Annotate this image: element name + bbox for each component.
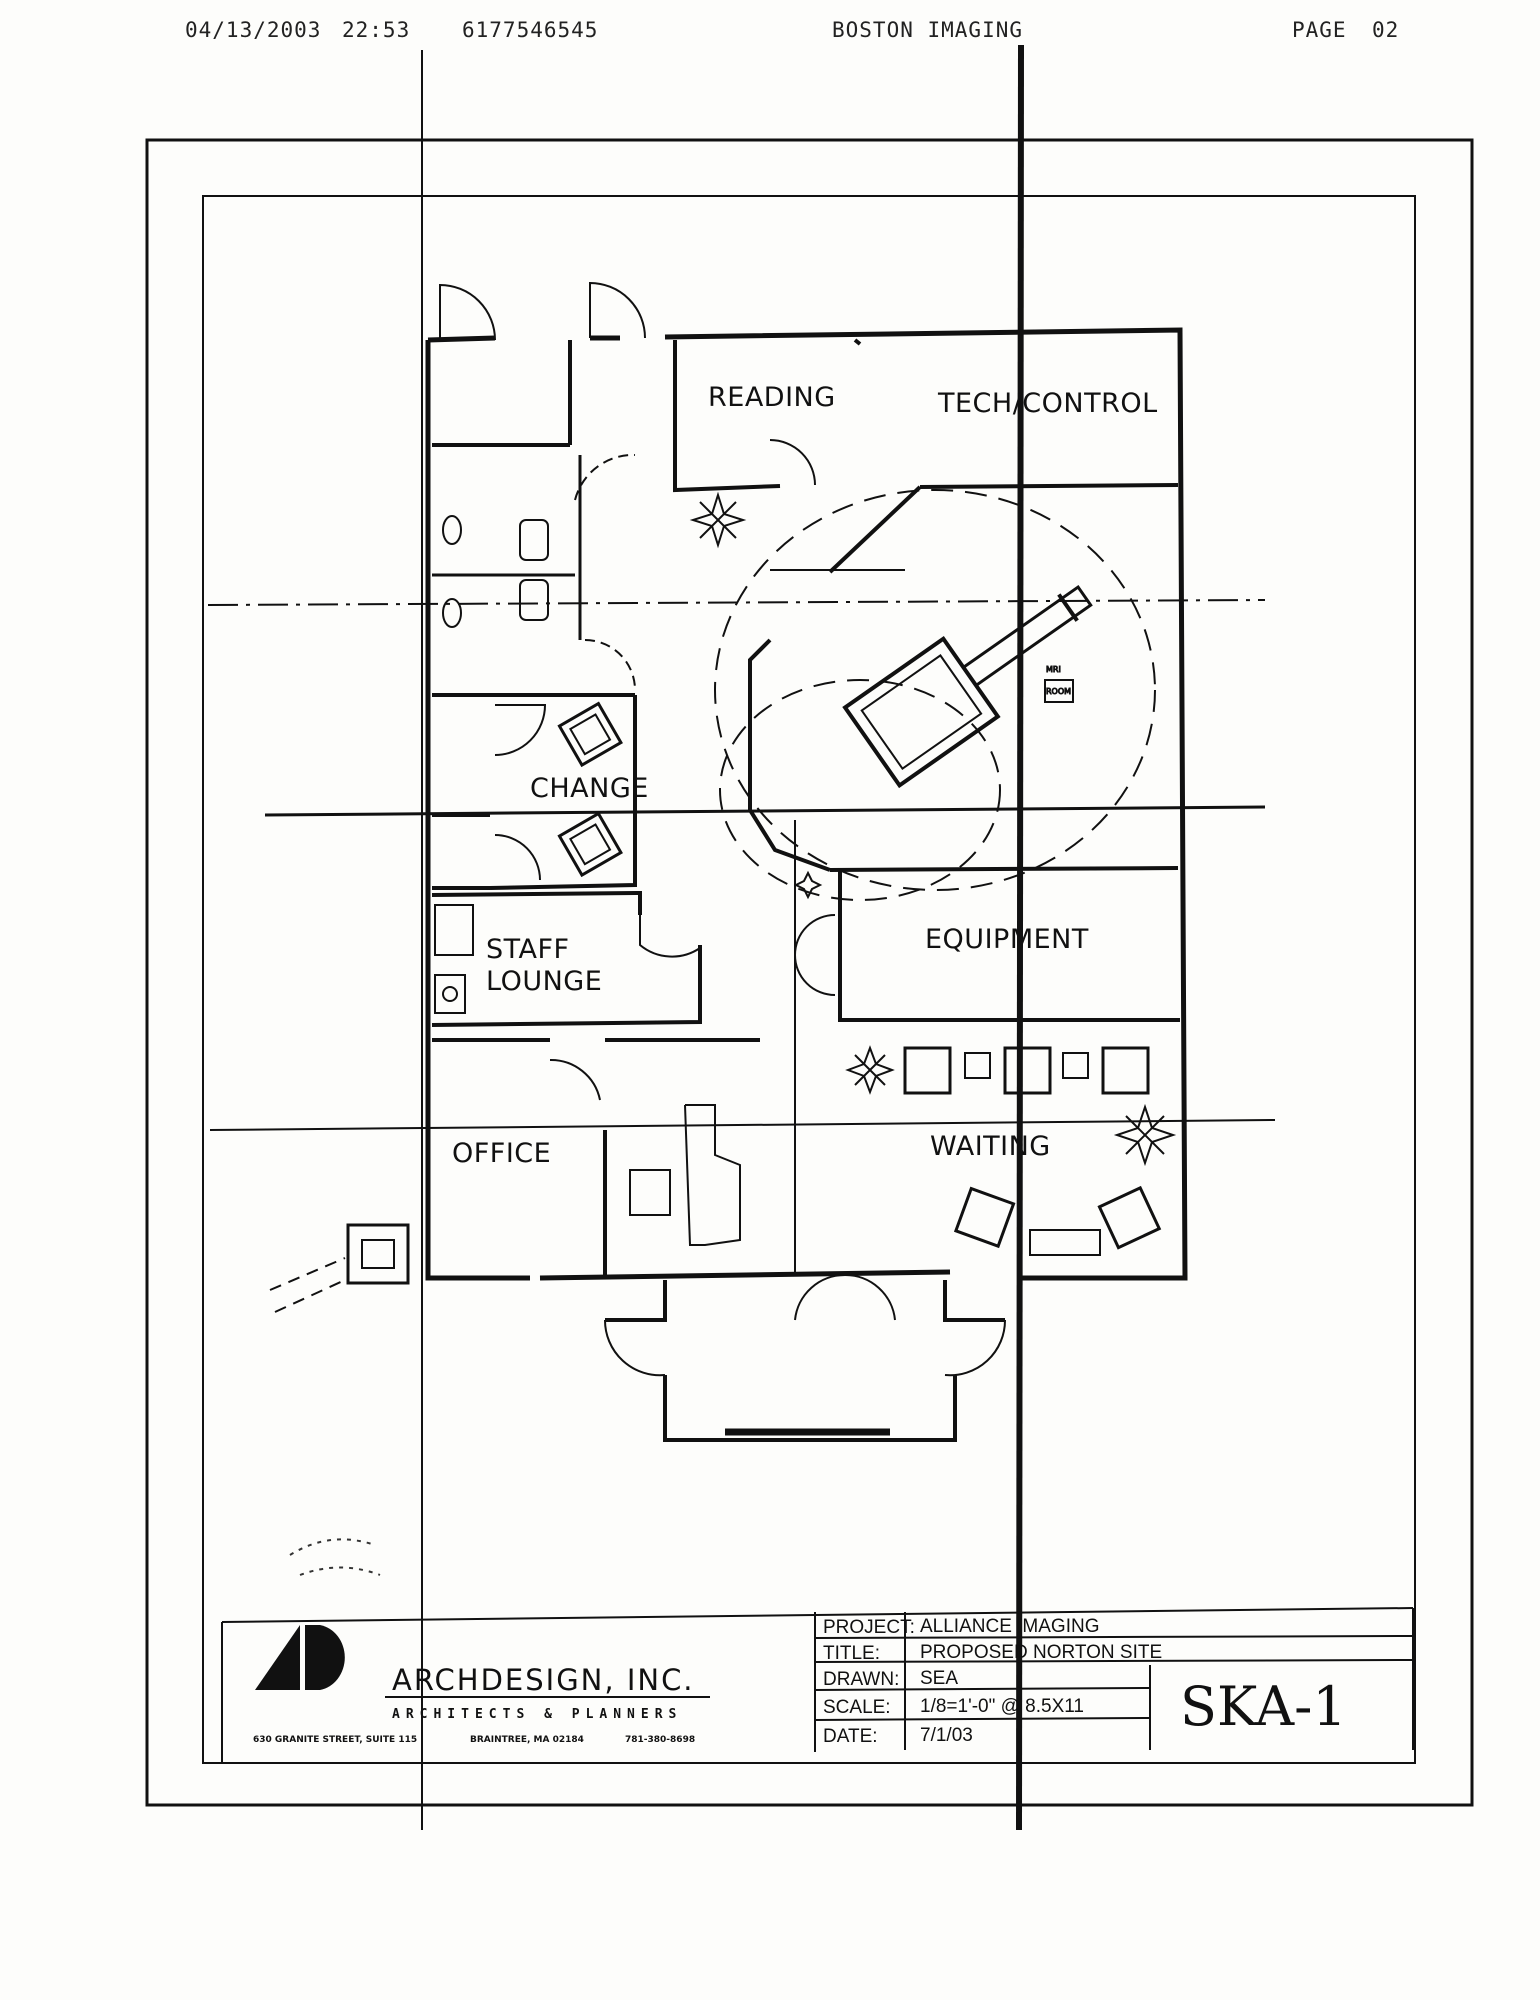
vestibule-doors [603,1319,1007,1377]
sink-2 [442,598,462,628]
tb-scale-label: SCALE: [823,1697,891,1718]
wall-tech-south [919,483,1179,489]
firm-subtitle: ARCHITECTS & PLANNERS [392,1707,682,1722]
room-labels: READING TECH/CONTROL CHANGE STAFF LOUNGE… [452,382,1158,1169]
scan-smudge [289,1538,381,1576]
mri-room: MRI ROOM [714,489,1156,901]
door-change-1 [494,704,547,756]
room-label-lounge: LOUNGE [486,966,602,997]
doors [439,281,1007,1377]
office-chair [629,1169,671,1216]
scan-artifact-lines [207,44,1276,1831]
room-label-waiting: WAITING [930,1131,1051,1162]
vestibule [605,1280,1005,1442]
wall-south [539,1269,951,1281]
door-office [549,1058,601,1101]
lounge-fridge [434,904,474,956]
reception-desk [684,1104,741,1246]
sink-1 [442,515,462,545]
door-lounge [639,900,701,958]
wall-mri-west [748,638,831,872]
tb-project-value: ALLIANCE IMAGING [920,1616,1100,1637]
scan-line-horizontal-2 [264,805,1266,817]
plant-icon [689,491,747,549]
wall-north-east [664,327,1188,1281]
tb-date-value: 7/1/03 [920,1725,973,1746]
room-label-equipment: EQUIPMENT [925,924,1089,955]
waiting-table [1029,1229,1101,1256]
room-label-reading: READING [708,382,836,413]
outer-border [145,138,1474,1807]
door-change-2 [494,834,541,881]
plants [689,491,1177,1167]
toilet-1 [519,519,549,561]
inner-border [202,195,1416,1764]
plant-icon [1113,1103,1177,1167]
tb-drawn-value: SEA [920,1668,958,1689]
waiting-chair-1 [903,1046,952,1095]
fax-phone: 6177546545 [462,18,599,42]
sheet-number: SKA-1 [1180,1675,1347,1738]
plant-icon [793,870,823,900]
firm-name: ARCHDESIGN, INC. [392,1663,695,1697]
tb-title-label: TITLE: [823,1643,880,1664]
wall-mri-diag-ne [828,485,922,574]
exterior-walls [425,327,1188,1281]
mri-tag-text-1: MRI [1046,665,1061,674]
room-label-tech-control: TECH/CONTROL [937,388,1158,419]
tb-drawn-label: DRAWN: [823,1669,899,1690]
fax-time: 22:53 [342,18,411,42]
fax-page-label: PAGE [1292,18,1347,42]
fax-header: 04/13/2003 22:53 6177546545 BOSTON IMAGI… [0,18,1540,48]
interior-walls [431,338,1180,1275]
lounge-sink [434,974,466,1014]
mri-room-tag [1044,679,1074,703]
exterior-pad [346,1223,410,1285]
tb-date-label: DATE: [823,1726,878,1747]
door-north-1 [439,283,496,341]
scan-line-horizontal-3 [209,1119,1276,1131]
wall-reading [673,340,781,493]
door-equipment [794,914,836,996]
wall-west [425,340,530,1281]
tb-project-label: PROJECT: [823,1617,915,1638]
room-label-change: CHANGE [530,773,649,804]
sheet-borders [145,138,1474,1807]
title-block [221,1607,1414,1762]
fax-date: 04/13/2003 [185,18,322,42]
wall-change-east [489,695,637,890]
firm-city: BRAINTREE, MA 02184 [470,1735,584,1745]
plant-icon [845,1045,895,1095]
entry-double-door [794,1273,896,1321]
door-reading [769,439,816,486]
tb-scale-value: 1/8=1'-0" @ 8.5X11 [920,1696,1084,1717]
wall-north-west [427,335,496,343]
room-label-staff: STAFF [486,934,570,965]
firm-address: 630 GRANITE STREET, SUITE 115 [253,1735,417,1745]
scan-line-vertical-right [1016,44,1024,1831]
waiting-chair-3 [1101,1046,1150,1095]
door-north-2 [589,281,646,339]
tb-title-value: PROPOSED NORTON SITE [920,1642,1162,1663]
mri-scanner [842,585,1093,789]
wall-equipment [838,870,1180,1022]
wall-mri-south [829,866,1179,872]
fax-page-number: 02 [1372,18,1400,42]
waiting-chair-2 [1003,1046,1052,1095]
firm-phone: 781-380-8698 [625,1735,695,1745]
mri-field-boundary [714,489,1156,891]
mri-tag-text-2: ROOM [1046,687,1071,696]
door-toilet [574,453,636,501]
wall-lounge-east [431,945,702,1027]
fixtures [269,515,1162,1313]
room-label-office: OFFICE [452,1138,551,1169]
firm-logo [255,1625,710,1698]
toilet-2 [519,579,549,621]
fax-sender: BOSTON IMAGING [832,18,1024,42]
